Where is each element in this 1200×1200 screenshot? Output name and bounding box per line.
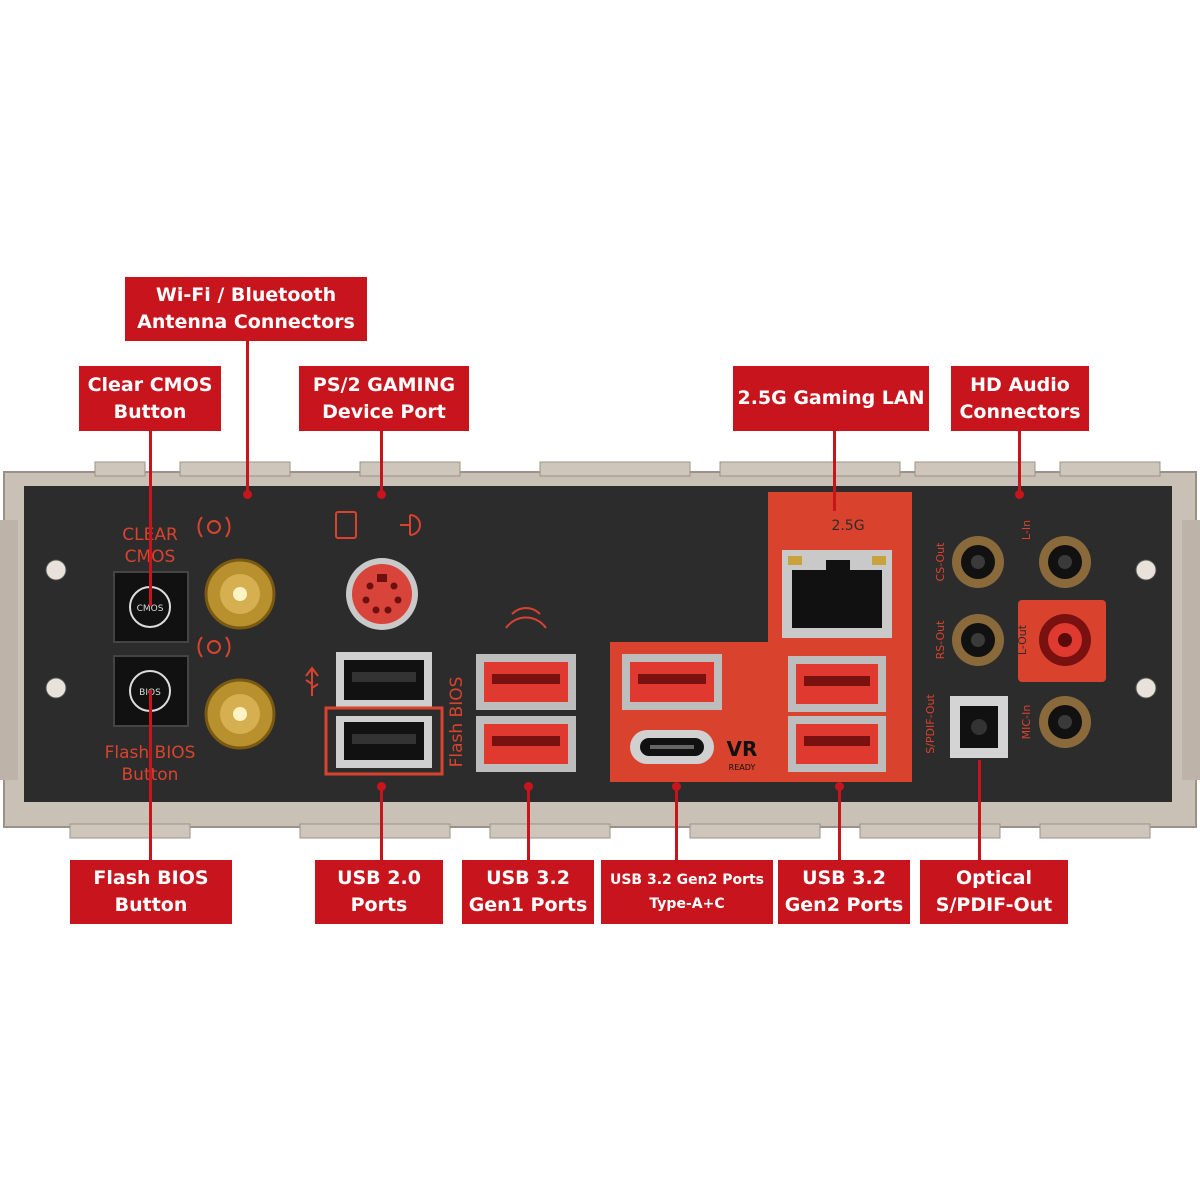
leader-lan <box>833 431 836 511</box>
audio-jack-l-in[interactable] <box>1039 536 1091 588</box>
callout-clear-cmos: Clear CMOS Button <box>79 366 221 431</box>
usb2-port-2[interactable] <box>336 716 432 768</box>
callout-wifi-line1: Wi-Fi / Bluetooth <box>155 284 337 306</box>
audio-jack-rs-out[interactable] <box>952 614 1004 666</box>
l-out-silk: L-Out <box>1016 624 1029 655</box>
callout-clear-cmos-line2: Button <box>113 400 187 423</box>
leader-usb32g2 <box>838 786 841 860</box>
leader-optical <box>978 760 981 860</box>
callout-flash-bios-line1: Flash BIOS <box>93 867 209 889</box>
callout-usb32-gen2-typec: USB 3.2 Gen2 Ports Type-A+C <box>601 860 773 924</box>
callout-usb20-line2: Ports <box>350 894 408 916</box>
usb32-gen1-port-1[interactable] <box>476 654 576 710</box>
usb-icon <box>305 666 319 696</box>
callout-ps2: PS/2 GAMING Device Port <box>299 366 469 431</box>
usb32-gen1-port-2[interactable] <box>476 716 576 772</box>
cmos-button-label: CMOS <box>137 604 164 614</box>
usb32-gen2-port-1[interactable] <box>788 656 886 712</box>
vr-ready-sub: READY <box>729 763 756 772</box>
leader-clear-cmos <box>149 431 152 606</box>
leader-dot-ps2 <box>377 490 386 499</box>
callout-ps2-line2: Device Port <box>322 400 446 423</box>
callout-usb32-gen1: USB 3.2 Gen1 Ports <box>462 860 594 924</box>
lan-speed-silk: 2.5G <box>831 518 864 534</box>
audio-jack-cs-out[interactable] <box>952 536 1004 588</box>
callout-usb32-gen2-typec-line2: Type-A+C <box>649 896 725 912</box>
callout-flash-bios-line2: Button <box>114 894 188 916</box>
leader-hd-audio <box>1018 431 1021 493</box>
usb32-gen2-port-2[interactable] <box>788 716 886 772</box>
callout-clear-cmos-line1: Clear CMOS <box>87 373 213 396</box>
leader-dot-usb32g2 <box>835 782 844 791</box>
callout-hd-audio-line1: HD Audio <box>970 373 1070 396</box>
leader-ps2 <box>380 431 383 491</box>
ps2-keyboard-mouse-icon <box>335 511 422 539</box>
leader-usb20 <box>380 786 383 860</box>
callout-optical-line1: Optical <box>956 867 1032 889</box>
callout-optical: Optical S/PDIF-Out <box>920 860 1068 924</box>
leader-usb32g2c <box>675 786 678 860</box>
leader-dot-usb32g2c <box>672 782 681 791</box>
leader-usb32g1 <box>527 786 530 860</box>
optical-spdif-port[interactable] <box>950 696 1008 758</box>
callout-usb32-gen2-line1: USB 3.2 <box>802 867 886 889</box>
leader-flash-bios <box>149 690 152 860</box>
mic-in-silk: MIC-In <box>1020 705 1033 740</box>
callout-usb20: USB 2.0 Ports <box>315 860 443 924</box>
callout-ps2-line1: PS/2 GAMING <box>312 373 456 396</box>
leader-dot-usb20 <box>377 782 386 791</box>
leader-dot-usb32g1 <box>524 782 533 791</box>
callout-usb32-gen1-line1: USB 3.2 <box>486 867 570 889</box>
ps2-port[interactable] <box>346 558 418 630</box>
callout-lan: 2.5G Gaming LAN <box>733 366 929 431</box>
usb2-highlight-frame <box>324 706 444 776</box>
callout-usb32-gen2-line2: Gen2 Ports <box>784 894 904 916</box>
leader-wifi <box>246 341 249 491</box>
spdif-silk: S/PDIF-Out <box>924 694 937 754</box>
vr-ready-logo: VR <box>727 737 758 761</box>
callout-flash-bios: Flash BIOS Button <box>70 860 232 924</box>
lan-port[interactable] <box>782 550 892 638</box>
flash-bios-port-silk: Flash BIOS <box>447 677 467 768</box>
callout-usb20-line1: USB 2.0 <box>337 867 421 889</box>
callout-wifi-bluetooth: Wi-Fi / Bluetooth Antenna Connectors <box>125 277 367 341</box>
callout-optical-line2: S/PDIF-Out <box>935 894 1053 916</box>
antenna-icon <box>197 516 231 658</box>
leader-dot-wifi <box>243 490 252 499</box>
wifi-antenna-connector-1[interactable] <box>204 558 276 630</box>
callout-wifi-line2: Antenna Connectors <box>137 311 355 333</box>
callout-hd-audio: HD Audio Connectors <box>951 366 1089 431</box>
audio-jack-l-out[interactable] <box>1039 614 1091 666</box>
screw-holes <box>45 559 1157 699</box>
leader-dot-hd-audio <box>1015 490 1024 499</box>
usb-ss-icon <box>505 607 547 629</box>
usb32-gen2-typea-port-left[interactable] <box>622 654 722 710</box>
cs-out-silk: CS-Out <box>934 542 947 582</box>
wifi-antenna-connector-2[interactable] <box>204 678 276 750</box>
l-in-silk: L-In <box>1020 520 1033 540</box>
rs-out-silk: RS-Out <box>934 620 947 660</box>
callout-lan-line1: 2.5G Gaming LAN <box>737 387 925 409</box>
callout-usb32-gen1-line2: Gen1 Ports <box>468 894 588 916</box>
callout-usb32-gen2: USB 3.2 Gen2 Ports <box>778 860 910 924</box>
callout-usb32-gen2-typec-line1: USB 3.2 Gen2 Ports <box>609 872 765 888</box>
usb2-port-1[interactable] <box>336 652 432 708</box>
audio-jack-mic-in[interactable] <box>1039 696 1091 748</box>
usb32-gen2-typec-port[interactable] <box>630 730 714 764</box>
callout-hd-audio-line2: Connectors <box>959 400 1081 423</box>
